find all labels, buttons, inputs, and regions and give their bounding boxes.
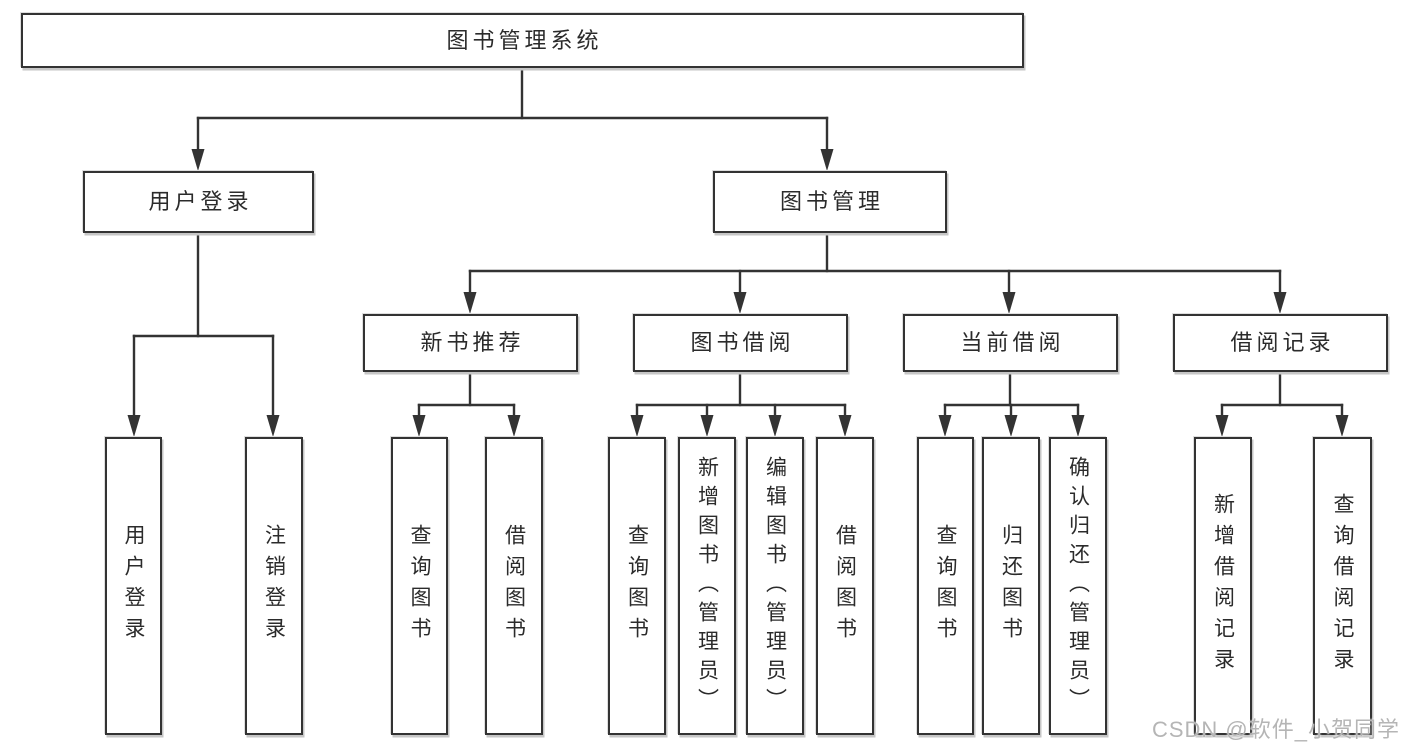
- node-book-management-branch-label: 图书管理: [779, 189, 884, 214]
- leaf-borrow-query-book: 查询图书: [608, 437, 666, 735]
- leaf-return-book: 归还图书: [982, 437, 1040, 735]
- node-borrow-record: 借阅记录: [1173, 314, 1388, 372]
- leaf-return-book-label: 归还图书: [999, 524, 1023, 648]
- leaf-edit-book-admin-label: 编辑图书（管理员）: [763, 455, 787, 717]
- node-new-book-recommend: 新书推荐: [363, 314, 578, 372]
- node-current-borrow-label: 当前借阅: [960, 330, 1065, 355]
- leaf-borrow-query-book-label: 查询图书: [625, 524, 649, 648]
- node-book-borrow-label: 图书借阅: [690, 330, 795, 355]
- leaf-borrow-borrow-book-label: 借阅图书: [833, 524, 857, 648]
- node-user-login-branch-label: 用户登录: [148, 189, 253, 214]
- leaf-add-book-admin: 新增图书（管理员）: [678, 437, 736, 735]
- leaf-confirm-return-admin-label: 确认归还（管理员）: [1066, 455, 1090, 717]
- leaf-edit-book-admin: 编辑图书（管理员）: [746, 437, 804, 735]
- leaf-add-borrow-record-label: 新增借阅记录: [1211, 493, 1235, 679]
- leaf-add-book-admin-label: 新增图书（管理员）: [695, 455, 719, 717]
- leaf-recommend-query-book-label: 查询图书: [408, 524, 431, 648]
- leaf-user-login: 用户登录: [105, 437, 162, 735]
- leaf-logout-login-label: 注销登录: [262, 524, 286, 648]
- node-root-label: 图书管理系统: [446, 27, 603, 53]
- node-user-login-branch: 用户登录: [83, 171, 314, 233]
- leaf-current-query-book: 查询图书: [917, 437, 974, 735]
- leaf-confirm-return-admin: 确认归还（管理员）: [1049, 437, 1107, 735]
- node-new-book-recommend-label: 新书推荐: [420, 330, 525, 355]
- node-book-management-branch: 图书管理: [713, 171, 947, 233]
- watermark: CSDN @软件_小贺同学: [1151, 717, 1400, 742]
- node-borrow-record-label: 借阅记录: [1230, 330, 1335, 355]
- node-book-borrow: 图书借阅: [633, 314, 848, 372]
- leaf-query-borrow-record-label: 查询借阅记录: [1331, 493, 1354, 679]
- node-current-borrow: 当前借阅: [903, 314, 1118, 372]
- leaf-recommend-query-book: 查询图书: [391, 437, 448, 735]
- leaf-current-query-book-label: 查询图书: [934, 524, 957, 648]
- leaf-logout-login: 注销登录: [245, 437, 303, 735]
- leaf-borrow-borrow-book: 借阅图书: [816, 437, 874, 735]
- node-root: 图书管理系统: [21, 13, 1024, 68]
- leaf-recommend-borrow-book: 借阅图书: [485, 437, 543, 735]
- leaf-query-borrow-record: 查询借阅记录: [1313, 437, 1372, 735]
- leaf-user-login-label: 用户登录: [122, 524, 145, 648]
- leaf-recommend-borrow-book-label: 借阅图书: [502, 524, 526, 648]
- leaf-add-borrow-record: 新增借阅记录: [1194, 437, 1252, 735]
